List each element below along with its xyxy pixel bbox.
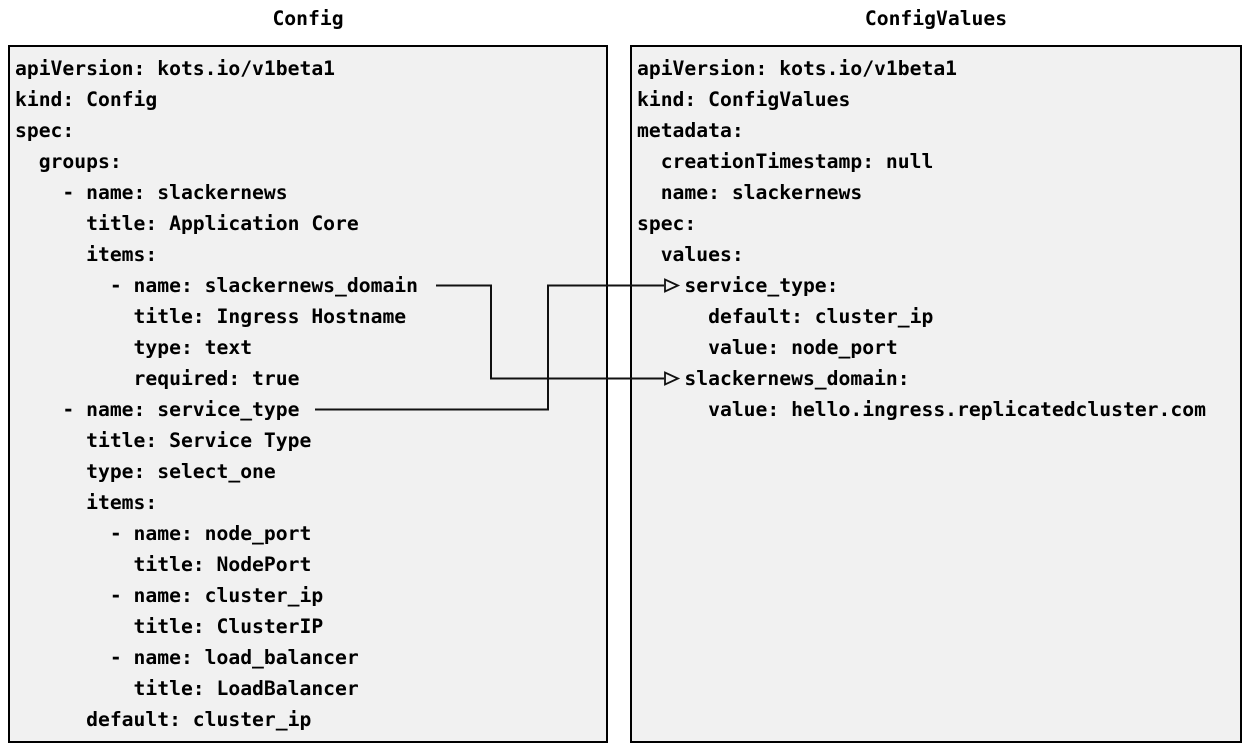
config-panel: apiVersion: kots.io/v1beta1 kind: Config… — [8, 45, 608, 743]
config-yaml-code: apiVersion: kots.io/v1beta1 kind: Config… — [15, 57, 418, 731]
configvalues-panel-title: ConfigValues — [864, 7, 1008, 30]
config-panel-title: Config — [272, 7, 344, 30]
configvalues-panel: apiVersion: kots.io/v1beta1 kind: Config… — [630, 45, 1242, 743]
configvalues-yaml-code: apiVersion: kots.io/v1beta1 kind: Config… — [637, 57, 1206, 421]
